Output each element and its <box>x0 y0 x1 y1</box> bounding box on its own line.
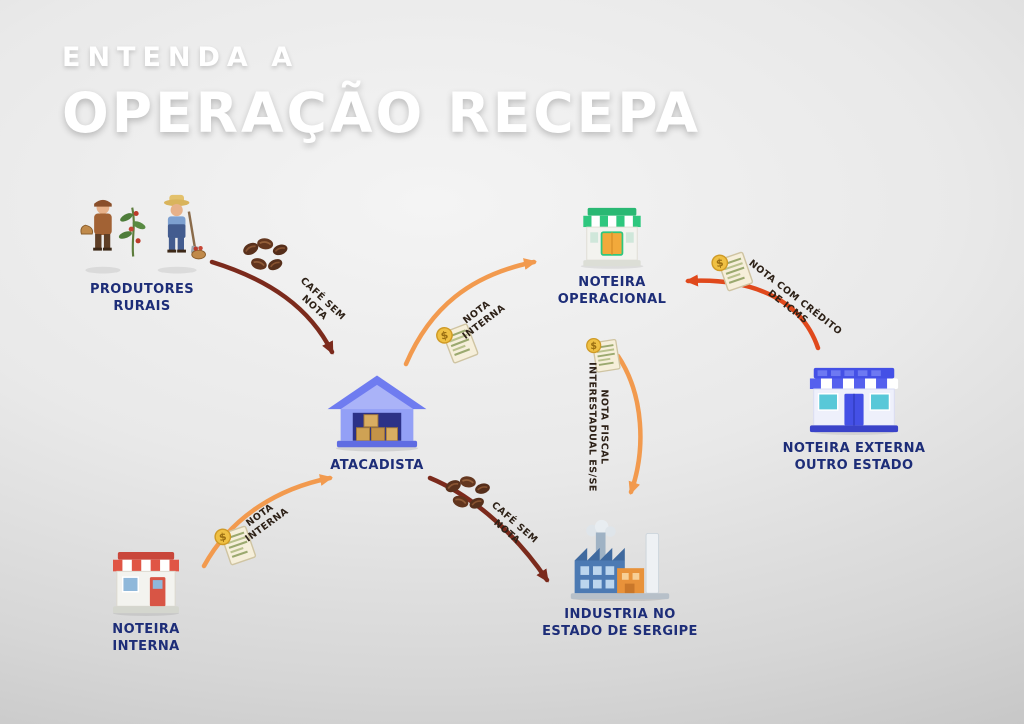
farmers-icon <box>79 193 207 275</box>
node-label-line: INDUSTRIA NO <box>564 607 676 622</box>
flow-label-line: INTERESTADUAL ES/SE <box>586 362 597 492</box>
node-label-line: ATACADISTA <box>330 458 424 473</box>
node-label: ATACADISTA <box>287 458 467 475</box>
node-label-line: INTERNA <box>112 638 180 654</box>
node-noteira-operacional: NOTEIRA OPERACIONAL <box>522 206 702 309</box>
node-label-line: PRODUTORES <box>89 282 195 297</box>
flow-label-line: DE ICMS <box>765 288 810 327</box>
flow-label-nota-interna-interna: NOTA INTERNA <box>236 496 291 546</box>
node-noteira-interna: NOTEIRA INTERNA <box>56 550 236 656</box>
node-atacadista: ATACADISTA <box>287 368 467 475</box>
node-industria-sergipe: INDUSTRIA NO ESTADO DE SERGIPE <box>526 518 714 641</box>
arrow-operacional-to-industria <box>615 353 643 495</box>
page-header: ENTENDA A OPERAÇÃO RECEPA <box>62 42 701 145</box>
header-kicker: ENTENDA A <box>62 42 300 73</box>
node-label-line: OPERACIONAL <box>557 291 667 307</box>
flow-label-cafe-sem-nota-produtores: CAFÉ SEM NOTA <box>289 275 347 332</box>
flow-label-line: NOTA COM CRÉDITO <box>746 257 844 338</box>
node-label-line: NOTEIRA EXTERNA <box>782 441 926 456</box>
flow-label-nota-com-credito-icms: NOTA COM CRÉDITO DE ICMS <box>738 258 844 348</box>
factory-icon <box>570 519 670 601</box>
flow-label-line: NOTA FISCAL <box>598 389 610 465</box>
node-label: NOTEIRA EXTERNA OUTRO ESTADO <box>760 441 948 475</box>
flow-label-nota-fiscal-interestadual: NOTA FISCAL INTERESTADUAL ES/SE <box>585 362 610 492</box>
node-label-line: ESTADO DE SERGIPE <box>542 623 698 639</box>
node-label-line: NOTEIRA <box>112 622 180 637</box>
red-store-icon <box>112 551 180 616</box>
coffee-beans-icon <box>239 232 293 277</box>
node-label: INDUSTRIA NO ESTADO DE SERGIPE <box>526 607 714 641</box>
node-noteira-externa: NOTEIRA EXTERNA OUTRO ESTADO <box>760 366 948 475</box>
node-label: NOTEIRA INTERNA <box>56 622 236 656</box>
green-store-icon <box>579 207 645 269</box>
node-produtores-rurais: PRODUTORES RURAIS <box>47 192 237 316</box>
node-label-line: NOTEIRA <box>578 275 646 290</box>
node-label: NOTEIRA OPERACIONAL <box>522 275 702 309</box>
node-label: PRODUTORES RURAIS <box>47 282 237 316</box>
warehouse-icon <box>327 375 427 452</box>
blue-store-icon <box>809 367 899 435</box>
flow-label-nota-interna-atacadista: NOTA INTERNA <box>453 293 508 343</box>
node-label-line: OUTRO ESTADO <box>794 457 914 473</box>
page-title: OPERAÇÃO RECEPA <box>62 81 702 145</box>
node-label-line: RURAIS <box>113 298 171 314</box>
